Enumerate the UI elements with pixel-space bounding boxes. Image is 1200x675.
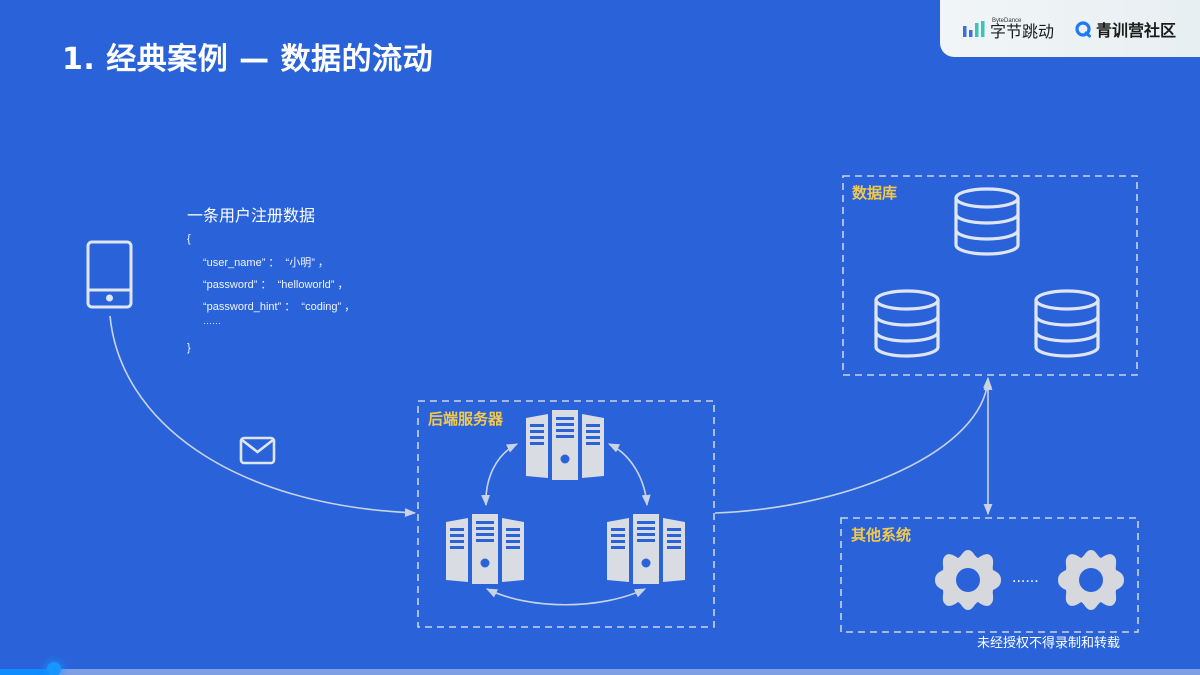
server-sync-arrow-left — [481, 443, 519, 507]
video-progress-track[interactable] — [0, 669, 1200, 675]
other-systems-label: 其他系统 — [851, 526, 912, 544]
bytedance-name: 字节跳动 — [990, 21, 1055, 41]
json-open-brace: { — [187, 233, 191, 245]
json-line-password: “password” ： “helloworld” ， — [203, 279, 349, 291]
bytedance-logo: ByteDance 字节跳动 — [962, 18, 1054, 40]
server-sync-arrow-bottom — [485, 588, 647, 606]
database-icon-left — [874, 289, 940, 358]
backend-to-database-flow — [714, 376, 993, 514]
bytedance-english-name: ByteDance — [992, 17, 1022, 24]
backend-server-left — [446, 514, 524, 584]
mobile-phone-icon — [86, 240, 133, 309]
gear-icon-right — [1058, 550, 1124, 610]
community-name: 青训营社区 — [1096, 20, 1177, 40]
other-systems-ellipsis: ...... — [1012, 570, 1039, 586]
video-progress-handle[interactable] — [47, 662, 61, 675]
json-line-password-hint: “password_hint” ： “coding” ， — [203, 301, 356, 313]
database-icon-top — [954, 187, 1020, 256]
backend-label: 后端服务器 — [428, 410, 504, 428]
brand-banner: ByteDance 字节跳动 青训营社区 — [940, 0, 1200, 57]
json-close-brace: } — [187, 342, 191, 354]
user-data-title: 一条用户注册数据 — [187, 206, 316, 225]
other-systems-group-box — [840, 517, 1139, 633]
database-icon-right — [1034, 289, 1100, 358]
backend-server-right — [607, 514, 685, 584]
json-line-ellipsis: …… — [203, 316, 221, 326]
phone-to-backend-flow — [109, 315, 417, 518]
backend-server-top — [526, 410, 604, 480]
gear-icon-left — [935, 550, 1001, 610]
slide-title: 1. 经典案例 — 数据的流动 — [62, 42, 434, 77]
community-logo: 青训营社区 — [1074, 17, 1176, 41]
bytedance-bars-icon — [963, 20, 985, 37]
server-sync-arrow-right — [607, 443, 651, 507]
community-ring-icon — [1075, 20, 1092, 37]
copyright-watermark: 未经授权不得录制和转载 — [977, 636, 1121, 651]
json-line-user-name: “user_name” ： “小明” ， — [203, 257, 329, 269]
database-label: 数据库 — [852, 184, 898, 202]
database-group-box — [842, 175, 1138, 376]
envelope-icon — [239, 436, 276, 465]
video-progress-fill — [0, 669, 54, 675]
backend-server-group-box — [417, 400, 715, 628]
